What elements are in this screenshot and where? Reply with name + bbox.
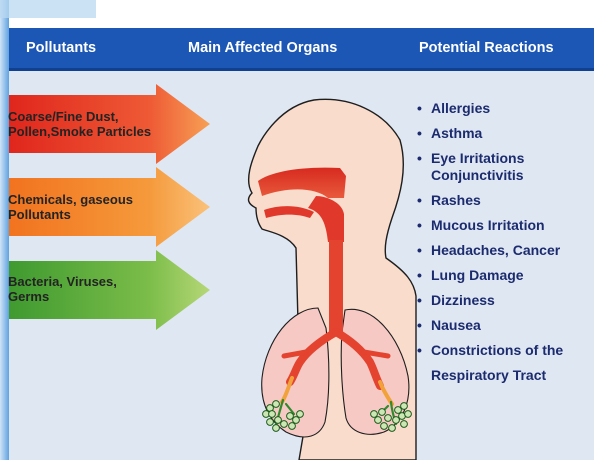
bullet-icon: • [417,292,422,309]
pollutant-dust-line2: Pollen,Smoke Particles [8,124,151,139]
pollutant-chemicals-line1: Chemicals, gaseous [8,192,133,207]
bullet-icon: • [417,242,422,259]
bullet-icon: • [417,150,422,167]
reaction-text: Nausea [431,317,481,333]
top-left-decor [0,0,96,18]
reaction-item: • Allergies [417,100,563,117]
reaction-text-line2: Conjunctivitis [431,167,524,183]
trachea [329,240,343,333]
pollutant-germs-line1: Bacteria, Viruses, [8,274,117,289]
bullet-icon: • [417,100,422,117]
pollutant-label-dust: Coarse/Fine Dust, Pollen,Smoke Particles [8,109,151,139]
header-reactions: Potential Reactions [419,31,554,65]
left-decor-strip [0,0,9,460]
reaction-text: Allergies [431,100,490,116]
reaction-text: Dizziness [431,292,495,308]
header-pollutants: Pollutants [26,31,96,65]
reaction-item: Respiratory Tract [417,367,563,384]
reaction-text: Mucous Irritation [431,217,545,233]
bullet-icon: • [417,217,422,234]
reaction-item: • Headaches, Cancer [417,242,563,259]
reaction-text: Constrictions of the [431,342,563,358]
header-underline [9,68,594,71]
pollutant-dust-line1: Coarse/Fine Dust, [8,109,151,124]
reaction-text: Lung Damage [431,267,524,283]
bullet-icon: • [417,192,422,209]
reaction-text: Headaches, Cancer [431,242,560,258]
reaction-item: • Mucous Irritation [417,217,563,234]
reaction-text: Eye Irritations [431,150,524,166]
reaction-item: • Lung Damage [417,267,563,284]
bullet-icon: • [417,267,422,284]
reaction-item: • Nausea [417,317,563,334]
pollutant-label-chemicals: Chemicals, gaseous Pollutants [8,192,133,222]
bullet-icon: • [417,342,422,359]
reaction-item: • Constrictions of the [417,342,563,359]
reaction-item: • Dizziness [417,292,563,309]
pollutant-label-germs: Bacteria, Viruses, Germs [8,274,117,304]
pollutant-chemicals-line2: Pollutants [8,207,133,222]
bullet-icon: • [417,125,422,142]
reaction-text: Respiratory Tract [431,367,546,383]
pollutant-germs-line2: Germs [8,289,117,304]
reaction-item: • Asthma [417,125,563,142]
reaction-item: • Rashes [417,192,563,209]
reaction-text: Asthma [431,125,482,141]
reaction-text: Rashes [431,192,481,208]
header-organs: Main Affected Organs [188,31,337,65]
bullet-icon: • [417,317,422,334]
